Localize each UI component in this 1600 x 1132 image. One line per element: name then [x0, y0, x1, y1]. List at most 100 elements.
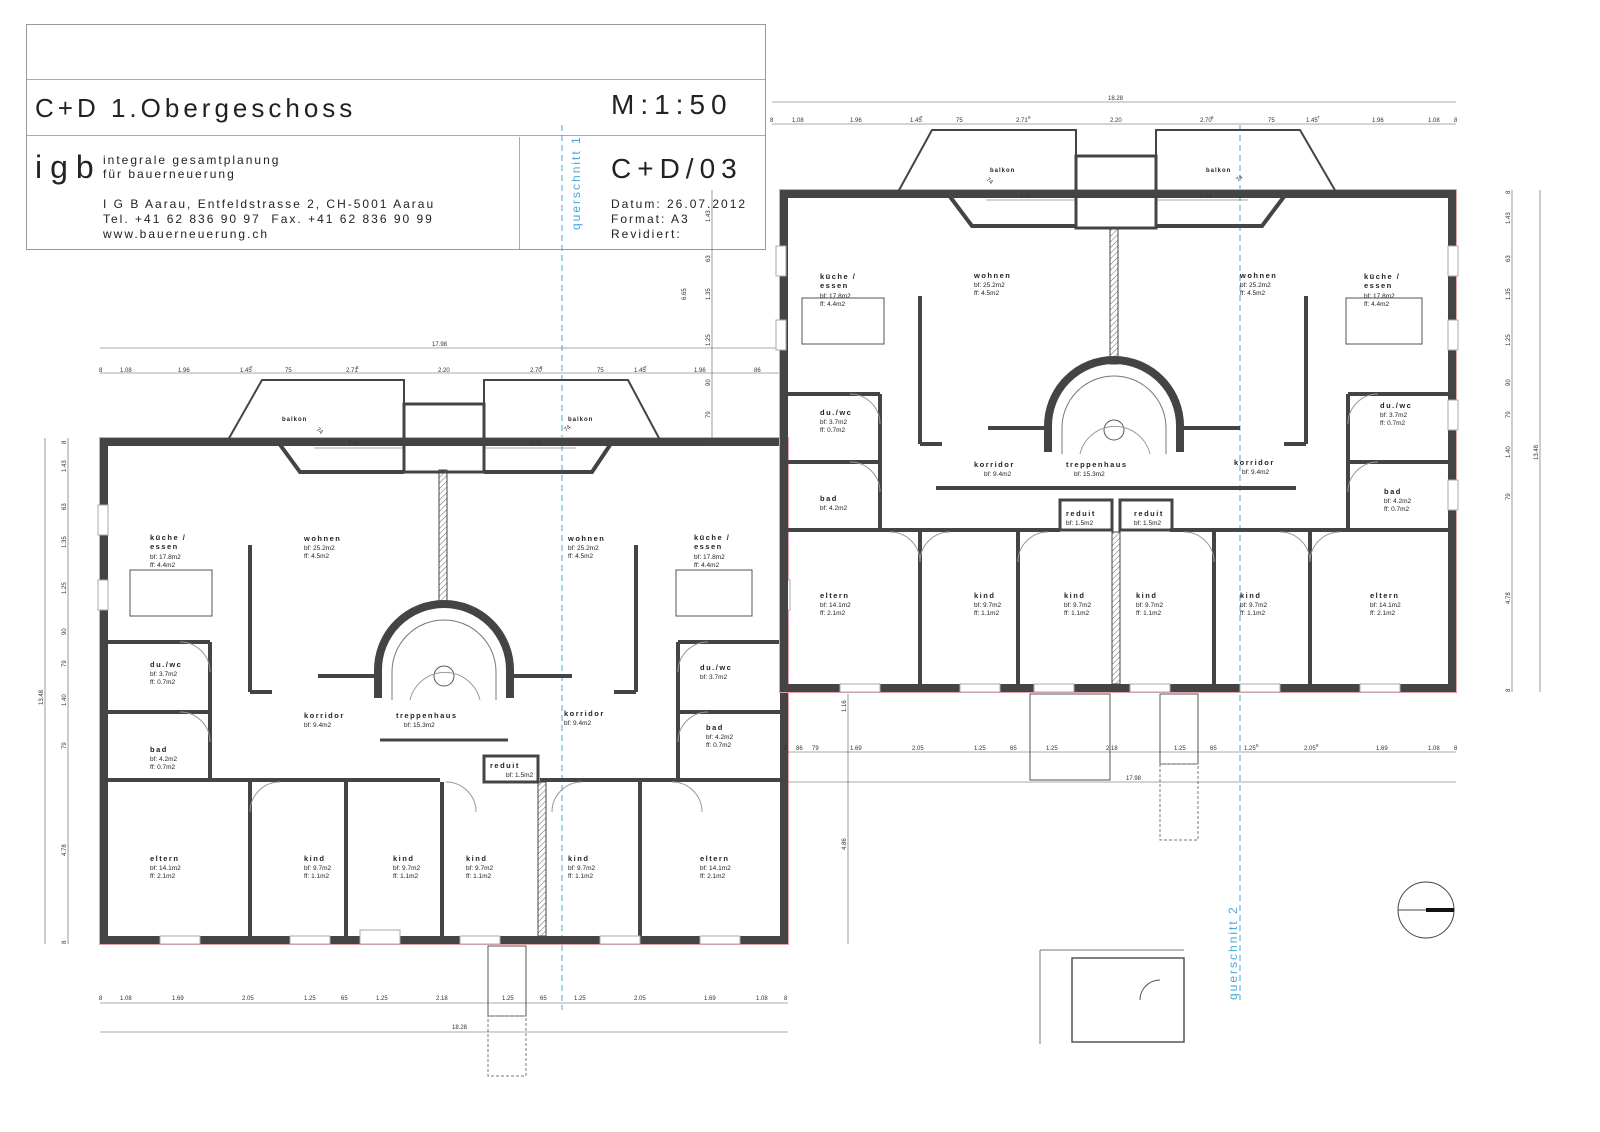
plan-number: C+D/03 — [611, 153, 743, 184]
dimension-label: 13.48 — [1534, 444, 1540, 460]
dimension-label: 90 — [706, 379, 712, 386]
party-wall — [1109, 227, 1119, 365]
dimension-label: 1.08 — [792, 118, 804, 124]
room-area: bf: 9.4m2 — [564, 720, 591, 727]
plan-title: C+D 1.Obergeschoss — [35, 93, 357, 123]
dimension-label: 1.69 — [850, 746, 862, 752]
room-name: balkon — [990, 168, 1015, 174]
tagline-line-2: für bauerneuerung — [103, 167, 236, 181]
kitchen-counter — [1345, 297, 1423, 345]
dimension-label: 86 — [796, 746, 803, 752]
room-area: bf: 17.8m2 — [1364, 293, 1395, 300]
room-area: ff: 4.4m2 — [150, 562, 176, 569]
room-area: bf: 4.2m2 — [706, 734, 733, 741]
room-area: bf: 9.7m2 — [1240, 602, 1267, 609]
dimension-label: 4.78 — [62, 844, 68, 856]
dimension-label: 1.25 — [706, 334, 712, 346]
dimension-label: 1.25 — [62, 582, 68, 594]
door-swing — [445, 781, 477, 813]
dimension-label: 17.98 — [1126, 776, 1142, 782]
party-wall — [1111, 531, 1121, 685]
dimension-label: 18.28 — [452, 1025, 468, 1031]
room-area: bf: 9.7m2 — [304, 865, 331, 872]
dimension-label: 1.25 — [1506, 334, 1512, 346]
room-area: bf: 15.3m2 — [404, 722, 435, 729]
room-name: reduit — [1134, 509, 1164, 518]
room-name: wohnen — [303, 534, 341, 543]
window — [159, 935, 201, 945]
dimension-label: 2.41 — [348, 441, 360, 447]
balcony-outline — [227, 379, 420, 441]
dimension-label: 2.20 — [438, 368, 450, 374]
stair-plan-detail — [1071, 957, 1185, 1043]
dimension-label: 1.45 — [240, 368, 252, 374]
room-area: bf: 9.7m2 — [1136, 602, 1163, 609]
door-swing — [1183, 531, 1215, 563]
room-name: kind — [1240, 591, 1261, 600]
room-area: bf: 14.1m2 — [150, 865, 181, 872]
party-wall — [537, 781, 547, 937]
room-name: balkon — [568, 417, 593, 423]
room-name: du./wc — [820, 408, 852, 417]
window — [97, 579, 109, 611]
room-name: bad — [706, 723, 724, 732]
door-swing — [1309, 531, 1341, 563]
room-area: ff: 0.7m2 — [1384, 506, 1410, 513]
section-label-2: querschnitt 2 — [1226, 905, 1240, 1000]
room-name: essen — [694, 542, 723, 551]
dimension-label: 79 — [1506, 493, 1512, 500]
room-area: bf: 14.1m2 — [820, 602, 851, 609]
room-area: ff: 0.7m2 — [150, 764, 176, 771]
tagline-line-1: integrale gesamtplanung — [103, 153, 281, 167]
plan-scale: M:1:50 — [611, 89, 733, 120]
title-block-divider — [27, 79, 765, 80]
company-logo: igb — [35, 149, 102, 185]
room-name: treppenhaus — [1066, 460, 1128, 469]
dimension-label: 4.86 — [842, 838, 848, 850]
dimension-label: 1.08 — [1428, 746, 1440, 752]
dimension-label: 1.25 — [974, 746, 986, 752]
room-area: bf: 9.7m2 — [1064, 602, 1091, 609]
dimension-label: 2.05 — [634, 996, 646, 1002]
room-name: essen — [150, 542, 179, 551]
room-area: ff: 1.1m2 — [568, 873, 594, 880]
stair-plan-turn — [1139, 979, 1161, 1001]
dimension-label: 1.25 — [1244, 746, 1256, 752]
room-area: bf: 9.7m2 — [393, 865, 420, 872]
room-name: korridor — [304, 711, 345, 720]
room-area: bf: 3.7m2 — [820, 419, 847, 426]
room-area: ff: 4.4m2 — [694, 562, 720, 569]
dimension-label: 75 — [597, 368, 604, 374]
room-name: eltern — [1370, 591, 1399, 600]
room-area: bf: 25.2m2 — [1240, 282, 1271, 289]
dimension-label: 90 — [1506, 379, 1512, 386]
room-name: wohnen — [1239, 271, 1277, 280]
room-area: bf: 9.7m2 — [568, 865, 595, 872]
room-name: kind — [974, 591, 995, 600]
room-area: bf: 25.2m2 — [974, 282, 1005, 289]
dimension-label: 8 — [1454, 746, 1458, 752]
room-name: bad — [1384, 487, 1402, 496]
balcony-wall — [276, 440, 404, 474]
room-name: eltern — [150, 854, 179, 863]
external-stair-below — [1159, 763, 1199, 841]
dimension-exponent: 8 — [1211, 115, 1214, 120]
room-name: reduit — [1066, 509, 1096, 518]
dimension-label: 17.98 — [432, 342, 448, 348]
dimension-label: 2.05 — [912, 746, 924, 752]
plan-format: Format: A3 — [611, 212, 690, 226]
door-swing — [1017, 531, 1049, 563]
dimension-label: 2.18 — [1106, 746, 1118, 752]
title-block: C+D 1.Obergeschoss M:1:50 igb integrale … — [26, 24, 766, 250]
dimension-label: 8 — [1506, 688, 1512, 692]
dimension-label: 2.71 — [1016, 118, 1028, 124]
room-area: ff: 1.1m2 — [1136, 610, 1162, 617]
dimension-label: 74 — [985, 177, 994, 186]
door-swing — [677, 711, 709, 743]
dimension-label: 74 — [315, 427, 324, 436]
window — [1239, 683, 1281, 693]
door-swing — [849, 461, 881, 493]
company-contact: I G B Aarau, Entfeldstrasse 2, CH-5001 A… — [103, 197, 435, 242]
door-swing — [1279, 531, 1311, 563]
